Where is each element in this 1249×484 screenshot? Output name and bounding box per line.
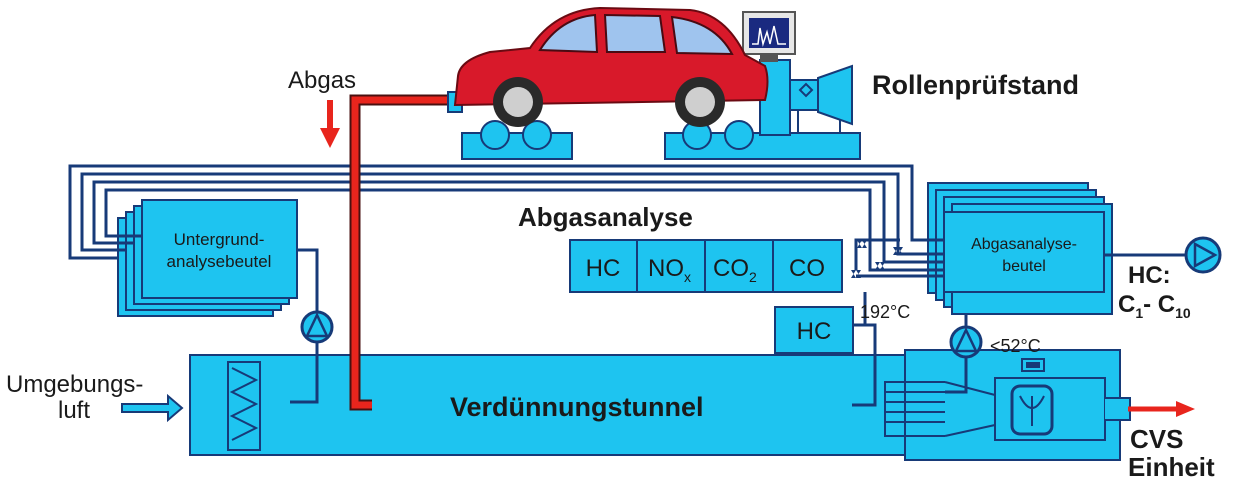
pump-icon (949, 325, 983, 359)
exhaust-bags (927, 182, 1113, 315)
monitor-icon (742, 11, 796, 62)
ambient-air-arrow (121, 393, 184, 423)
dynamometer-label: Rollenprüfstand (872, 70, 1079, 100)
analyzer-nox: NOx (648, 255, 691, 285)
background-bag-label-line2: analysebeutel (167, 252, 272, 271)
cvs-label-line1: CVS (1130, 424, 1183, 454)
background-bags (117, 199, 298, 317)
analyzer-co2: CO2 (713, 255, 757, 285)
exhaust-bag-label-line2: beutel (1002, 258, 1046, 275)
car-icon (453, 6, 769, 127)
exhaust-label: Abgas (288, 67, 356, 94)
analyzer-co: CO (789, 255, 825, 282)
dilution-tunnel-label: Verdünnungstunnel (450, 392, 704, 422)
cvs-unit (884, 349, 1195, 461)
heated-hc-analyzer (774, 306, 854, 354)
temperature-192: 192°C (860, 302, 910, 322)
valve-markers (851, 240, 903, 278)
cvs-label-line2: Einheit (1128, 452, 1215, 482)
analyzer-bench (569, 239, 843, 293)
chassis-dynamometer (461, 59, 861, 160)
hc-range-label: HC: (1128, 262, 1171, 289)
background-bag-label-line1: Untergrund- (174, 230, 265, 249)
pump-icon (300, 310, 334, 344)
temperature-52: <52°C (990, 336, 1041, 356)
exhaust-arrow (320, 100, 340, 148)
hc-range-formula: C1- C10 (1118, 291, 1191, 321)
exhaust-bag-label-line1: Abgasanalyse- (971, 236, 1077, 253)
heated-hc-label: HC (797, 318, 832, 345)
pump-icon (1184, 236, 1222, 274)
exhaust-analysis-label: Abgasanalyse (518, 202, 693, 232)
ambient-air-label-line1: Umgebungs- (6, 371, 143, 398)
analyzer-hc: HC (586, 255, 621, 282)
ambient-air-label-line2: luft (58, 397, 90, 424)
